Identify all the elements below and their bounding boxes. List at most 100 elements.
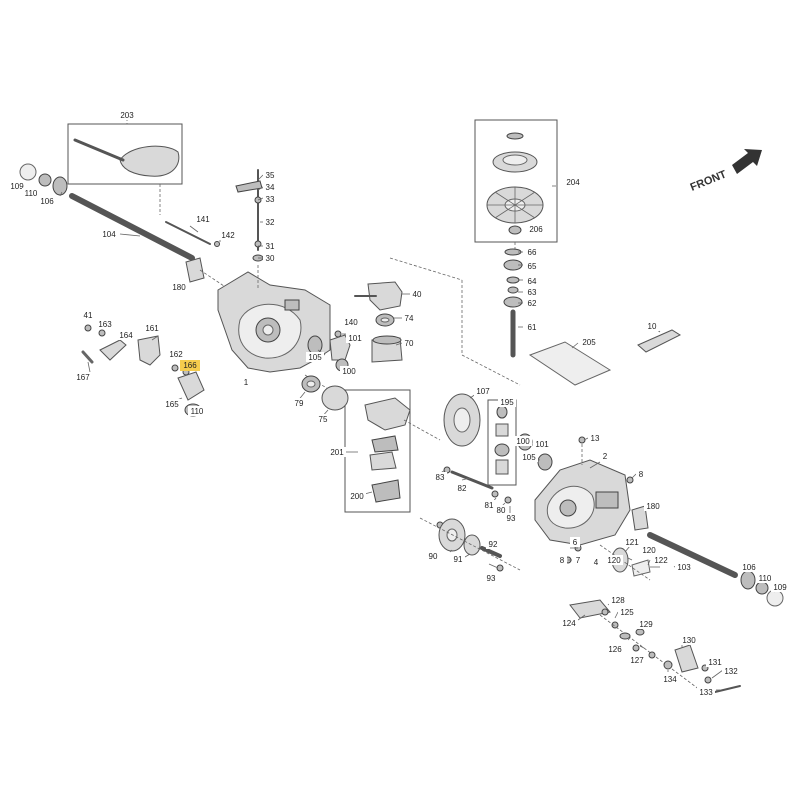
callout-80: 80 — [494, 505, 508, 515]
callout-142: 142 — [219, 230, 237, 240]
svg-text:120: 120 — [607, 556, 621, 565]
callout-129: 129 — [637, 619, 655, 629]
callout-141: 141 — [194, 214, 212, 224]
callout-103: 103 — [675, 562, 693, 572]
callout-66: 66 — [525, 247, 539, 257]
callout-61: 61 — [525, 322, 539, 332]
svg-text:63: 63 — [528, 288, 537, 297]
callout-6: 6 — [570, 537, 580, 547]
svg-text:129: 129 — [639, 620, 653, 629]
svg-text:107: 107 — [476, 387, 490, 396]
svg-text:103: 103 — [677, 563, 691, 572]
callout-120-right: 120 — [640, 545, 658, 555]
callout-163: 163 — [96, 319, 114, 329]
svg-text:93: 93 — [507, 514, 516, 523]
callout-93-lower: 93 — [484, 573, 498, 583]
lever-124 — [569, 599, 611, 619]
svg-text:109: 109 — [10, 182, 24, 191]
cover-plate — [119, 145, 180, 177]
svg-text:204: 204 — [566, 178, 580, 187]
callout-35: 35 — [263, 170, 277, 180]
svg-text:4: 4 — [594, 558, 599, 567]
callout-122: 122 — [652, 555, 670, 565]
svg-text:110: 110 — [191, 407, 204, 416]
svg-text:105: 105 — [522, 453, 536, 462]
svg-text:80: 80 — [497, 506, 506, 515]
callout-121: 121 — [623, 537, 641, 547]
callout-110-left: 110 — [22, 188, 40, 198]
svg-text:162: 162 — [169, 350, 183, 359]
callout-62: 62 — [525, 298, 539, 308]
pulley-box — [474, 119, 558, 243]
svg-text:35: 35 — [266, 171, 275, 180]
front-label: FRONT — [689, 168, 729, 193]
svg-text:30: 30 — [266, 254, 275, 263]
svg-text:101: 101 — [348, 334, 362, 343]
callout-33: 33 — [263, 194, 277, 204]
callout-105-left: 105 — [306, 352, 324, 362]
callout-92: 92 — [486, 539, 500, 549]
callout-4: 4 — [591, 557, 601, 567]
callout-82: 82 — [455, 483, 469, 493]
svg-text:66: 66 — [528, 248, 537, 257]
svg-text:81: 81 — [485, 501, 494, 510]
svg-text:109: 109 — [773, 583, 787, 592]
svg-text:64: 64 — [528, 277, 537, 286]
callout-83: 83 — [433, 472, 447, 482]
callout-91: 91 — [451, 554, 465, 564]
callout-166-highlighted: 166 — [180, 360, 200, 371]
callout-100-left: 100 — [340, 366, 358, 376]
callout-1: 1 — [241, 377, 251, 387]
callout-75: 75 — [316, 414, 330, 424]
callout-167: 167 — [74, 372, 92, 382]
callout-32: 32 — [263, 217, 277, 227]
svg-text:134: 134 — [663, 675, 677, 684]
svg-text:166: 166 — [183, 361, 197, 370]
svg-text:8: 8 — [639, 470, 644, 479]
left-housing — [217, 169, 351, 391]
callout-7: 7 — [573, 555, 583, 565]
svg-text:106: 106 — [742, 563, 756, 572]
svg-text:133: 133 — [699, 688, 713, 697]
differential-group — [301, 375, 441, 513]
svg-text:62: 62 — [528, 299, 537, 308]
callout-106-right: 106 — [740, 562, 758, 572]
left-small-parts — [81, 324, 205, 417]
svg-text:74: 74 — [405, 314, 414, 323]
svg-text:203: 203 — [120, 111, 134, 120]
callout-205: 205 — [580, 337, 598, 347]
svg-text:167: 167 — [76, 373, 90, 382]
bracket-130 — [674, 644, 699, 673]
svg-text:79: 79 — [295, 399, 304, 408]
svg-text:101: 101 — [535, 440, 549, 449]
svg-text:163: 163 — [98, 320, 112, 329]
callout-10: 10 — [645, 321, 659, 331]
diff-housing — [364, 397, 411, 431]
callout-110-right: 110 — [756, 573, 774, 583]
callout-93-upper: 93 — [504, 513, 518, 523]
svg-text:132: 132 — [724, 667, 738, 676]
svg-text:126: 126 — [608, 645, 622, 654]
svg-text:104: 104 — [102, 230, 116, 239]
callout-200: 200 — [348, 491, 366, 501]
svg-text:195: 195 — [500, 398, 514, 407]
svg-text:161: 161 — [145, 324, 159, 333]
callout-41: 41 — [81, 310, 95, 320]
plate-165 — [177, 371, 205, 401]
callout-107: 107 — [474, 386, 492, 396]
callout-206: 206 — [527, 224, 545, 234]
svg-text:100: 100 — [342, 367, 356, 376]
callout-204: 204 — [564, 177, 582, 187]
svg-text:65: 65 — [528, 262, 537, 271]
svg-text:31: 31 — [266, 242, 275, 251]
svg-text:105: 105 — [308, 353, 322, 362]
lever-10 — [637, 329, 682, 353]
callout-106-left: 106 — [38, 196, 56, 206]
svg-text:124: 124 — [562, 619, 576, 628]
svg-text:130: 130 — [682, 636, 696, 645]
svg-text:93: 93 — [487, 574, 496, 583]
svg-text:164: 164 — [119, 331, 133, 340]
svg-text:200: 200 — [350, 492, 364, 501]
callout-34: 34 — [263, 182, 277, 192]
svg-text:141: 141 — [196, 215, 210, 224]
